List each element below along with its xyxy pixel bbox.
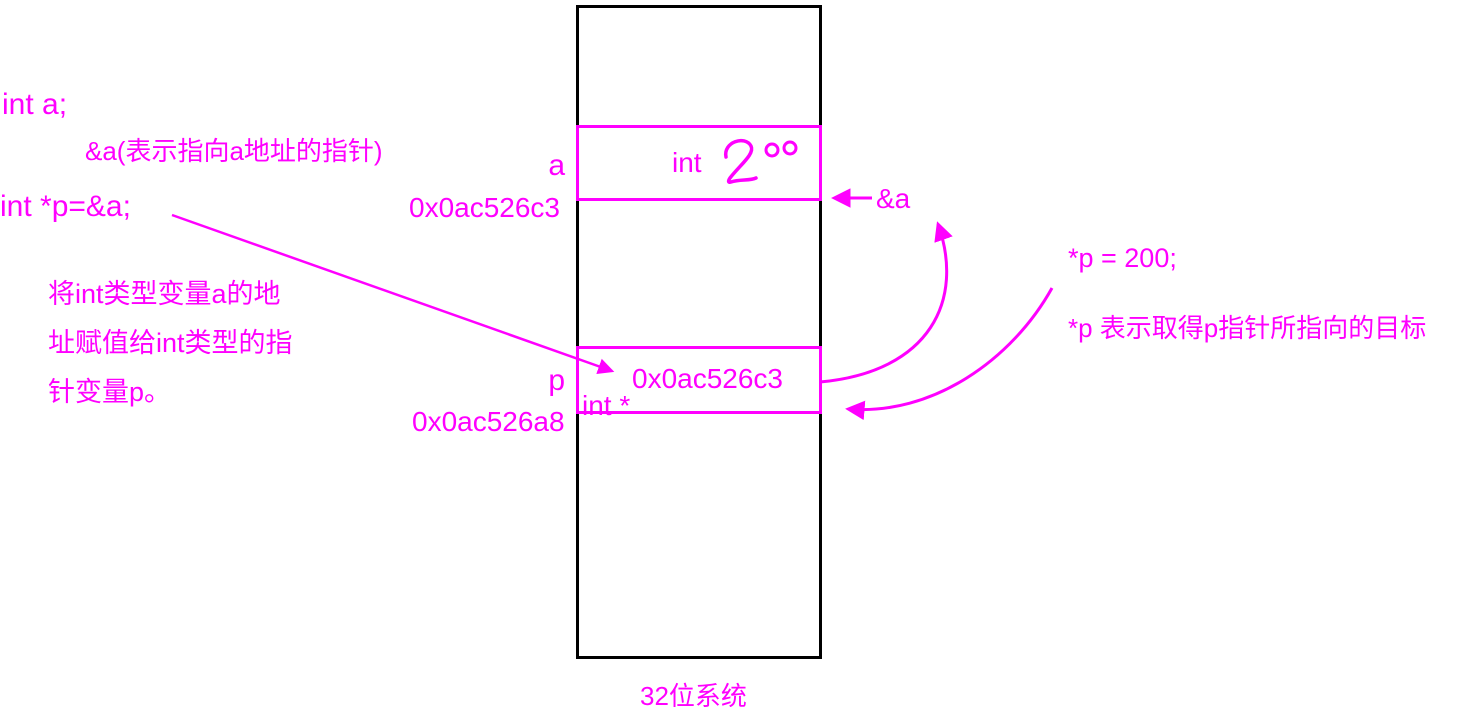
explanation-line-2: 址赋值给int类型的指 [48, 328, 293, 358]
explanation-line-1: 将int类型变量a的地 [48, 279, 281, 309]
declaration-int-a: int a; [2, 88, 68, 121]
variable-p-address: 0x0ac526a8 [412, 406, 565, 437]
explanation-line-3: 针变量p。 [48, 377, 172, 407]
address-of-note: &a(表示指向a地址的指针) [85, 136, 383, 166]
variable-a-type: int [672, 147, 702, 178]
deref-assign-text: *p = 200; [1068, 243, 1177, 273]
variable-p-label: p [548, 364, 565, 397]
amp-a-label: &a [876, 183, 911, 214]
memory-rectangle [576, 5, 822, 659]
declaration-int-p: int *p=&a; [0, 190, 131, 223]
deref-note-text: *p 表示取得p指针所指向的目标 [1068, 313, 1427, 343]
variable-a-address: 0x0ac526c3 [409, 192, 561, 223]
pointer-to-address-arrow [819, 221, 953, 384]
memory-cell-a [576, 125, 822, 201]
variable-p-type: int * [582, 390, 631, 421]
handwritten-value-200 [724, 138, 798, 184]
explanation-paragraph: 将int类型变量a的地 址赋值给int类型的指 针变量p。 [48, 270, 293, 417]
system-label: 32位系统 [640, 681, 747, 707]
deref-arrow [845, 287, 1054, 421]
variable-a-label: a [548, 149, 565, 182]
variable-p-value: 0x0ac526c3 [632, 363, 784, 394]
